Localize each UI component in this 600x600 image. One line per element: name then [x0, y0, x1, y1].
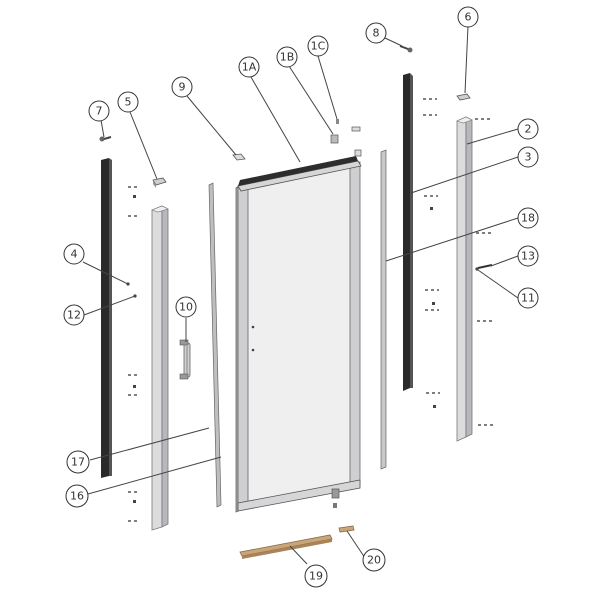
callout-1B-label: 1B	[280, 51, 295, 64]
callout-10: 10	[175, 296, 197, 318]
callout-2-label: 2	[525, 123, 532, 136]
part-right-wall-profile	[456, 116, 473, 442]
callout-12: 12	[63, 304, 85, 326]
callout-20: 20	[362, 548, 386, 572]
callout-3-label: 3	[525, 151, 532, 164]
part-threshold	[239, 534, 333, 559]
part-left-screw	[99, 136, 112, 142]
callout-1B: 1B	[276, 46, 298, 68]
callout-10-label: 10	[179, 301, 193, 314]
callout-8-label: 8	[373, 27, 380, 40]
callout-16-label: 16	[70, 490, 84, 503]
callout-4-label: 4	[71, 248, 78, 261]
leader-lines	[82, 25, 519, 565]
callout-5: 5	[117, 91, 139, 113]
callout-1A: 1A	[238, 56, 260, 78]
callout-11: 11	[517, 287, 539, 309]
part-left-wall-profile	[151, 205, 169, 531]
callout-8: 8	[365, 22, 387, 44]
part-door-right-seal	[380, 149, 387, 470]
part-left-top-cap	[152, 177, 167, 188]
callout-4: 4	[63, 243, 85, 265]
callout-18-label: 18	[521, 212, 535, 225]
left-anchor-markers	[128, 186, 140, 522]
callout-7: 7	[88, 100, 110, 122]
callout-19: 19	[304, 564, 328, 588]
part-bottom-block	[331, 488, 340, 508]
callout-2: 2	[517, 118, 539, 140]
callout-7-label: 7	[96, 105, 103, 118]
callout-17-label: 17	[71, 456, 85, 469]
callout-19-label: 19	[309, 570, 323, 583]
part-left-small-screws	[126, 282, 137, 298]
callout-6: 6	[457, 6, 479, 28]
part-right-small-screws	[475, 264, 493, 271]
callout-17: 17	[66, 450, 90, 474]
callout-1A-label: 1A	[242, 61, 257, 74]
callout-5-label: 5	[125, 96, 132, 109]
part-threshold-end	[338, 525, 355, 533]
callout-13-label: 13	[521, 250, 535, 263]
callout-3: 3	[517, 146, 539, 168]
callout-6-label: 6	[465, 11, 472, 24]
callout-20-label: 20	[367, 554, 381, 567]
callout-13: 13	[517, 245, 539, 267]
callout-12-label: 12	[67, 309, 81, 322]
callout-1C-label: 1C	[311, 40, 326, 53]
part-small-bracket	[232, 153, 246, 161]
callout-16: 16	[65, 484, 89, 508]
callout-18: 18	[517, 207, 539, 229]
callout-9: 9	[171, 76, 193, 98]
right-anchor-markers	[423, 98, 493, 426]
callout-11-label: 11	[521, 292, 535, 305]
part-left-dark-seal	[101, 158, 112, 478]
part-right-top-cap	[456, 93, 471, 101]
part-door-handle	[179, 339, 191, 380]
part-door-panel	[235, 119, 362, 513]
part-right-screw	[399, 45, 413, 53]
callout-1C: 1C	[307, 35, 329, 57]
callout-9-label: 9	[179, 81, 186, 94]
part-door-left-seal	[208, 182, 222, 508]
part-right-dark-seal	[403, 73, 413, 391]
